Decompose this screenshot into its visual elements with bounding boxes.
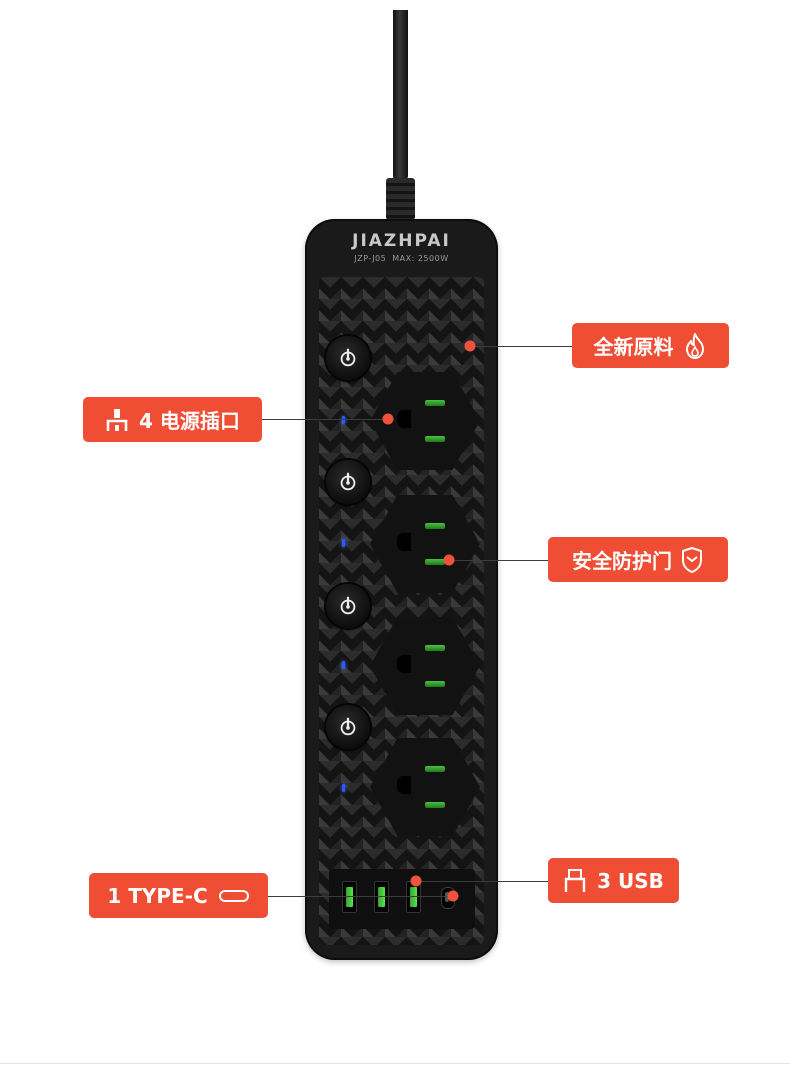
ground-hole xyxy=(397,776,411,794)
callout-typec-label: 1 TYPE-C xyxy=(107,883,208,908)
max-power: MAX: 2500W xyxy=(392,254,449,263)
callout-safety-door-label: 安全防护门 xyxy=(572,549,672,573)
marker-dot-safety-door xyxy=(443,554,455,566)
power-icon xyxy=(340,596,356,615)
callout-usb: 3 USB xyxy=(548,858,679,903)
contact-slot xyxy=(425,681,445,687)
cord-strain-relief xyxy=(386,178,415,220)
callout-material: 全新原料 xyxy=(572,323,729,368)
usb-port-2 xyxy=(374,881,389,913)
callout-typec: 1 TYPE-C xyxy=(89,873,268,918)
callout-outlets-label: 4 电源插口 xyxy=(139,409,240,433)
usb-port-icon xyxy=(564,868,586,892)
contact-slot xyxy=(425,400,445,406)
callout-safety-door: 安全防护门 xyxy=(548,537,728,582)
model-label: JZP-J05 MAX: 2500W xyxy=(305,254,498,263)
indicator-led-2 xyxy=(342,539,345,547)
contact-slot xyxy=(425,559,445,565)
switch-button-2[interactable] xyxy=(326,460,370,504)
brand-logo: JIAZHPAI xyxy=(352,231,451,251)
ground-hole xyxy=(397,655,411,673)
marker-dot-material xyxy=(464,340,476,352)
power-icon xyxy=(340,348,356,367)
power-icon xyxy=(340,717,356,736)
switch-button-1[interactable] xyxy=(326,336,370,380)
indicator-led-4 xyxy=(342,784,345,792)
switch-button-3[interactable] xyxy=(326,584,370,628)
contact-slot xyxy=(425,436,445,442)
contact-slot xyxy=(425,523,445,529)
marker-dot-usb xyxy=(410,875,422,887)
ground-hole xyxy=(397,410,411,428)
callout-outlets: 4 电源插口 xyxy=(83,397,262,442)
leader-line-safety-door xyxy=(449,560,549,561)
callout-material-label: 全新原料 xyxy=(593,335,674,359)
contact-slot xyxy=(425,645,445,651)
marker-dot-outlets xyxy=(382,413,394,425)
contact-slot xyxy=(425,802,445,808)
shield-icon xyxy=(682,546,702,573)
leader-line-outlets xyxy=(262,419,388,420)
usb-port-1 xyxy=(342,881,357,913)
marker-dot-typec xyxy=(447,890,459,902)
ground-hole xyxy=(397,533,411,551)
type-c-port-icon xyxy=(218,889,249,902)
indicator-led-3 xyxy=(342,661,345,669)
contact-slot xyxy=(425,766,445,772)
power-icon xyxy=(340,472,356,491)
leader-line-typec xyxy=(268,896,453,897)
switch-button-4[interactable] xyxy=(326,705,370,749)
flame-icon xyxy=(685,332,704,359)
power-strip: JIAZHPAI JZP-J05 MAX: 2500W xyxy=(305,219,498,960)
callout-usb-label: 3 USB xyxy=(597,868,664,893)
indicator-led-1 xyxy=(342,416,345,424)
model-number: JZP-J05 xyxy=(354,254,387,263)
power-cord xyxy=(393,10,408,180)
leader-line-material xyxy=(470,346,573,347)
leader-line-usb xyxy=(416,881,548,882)
bottom-divider xyxy=(0,1063,790,1064)
plug-icon xyxy=(106,408,128,431)
